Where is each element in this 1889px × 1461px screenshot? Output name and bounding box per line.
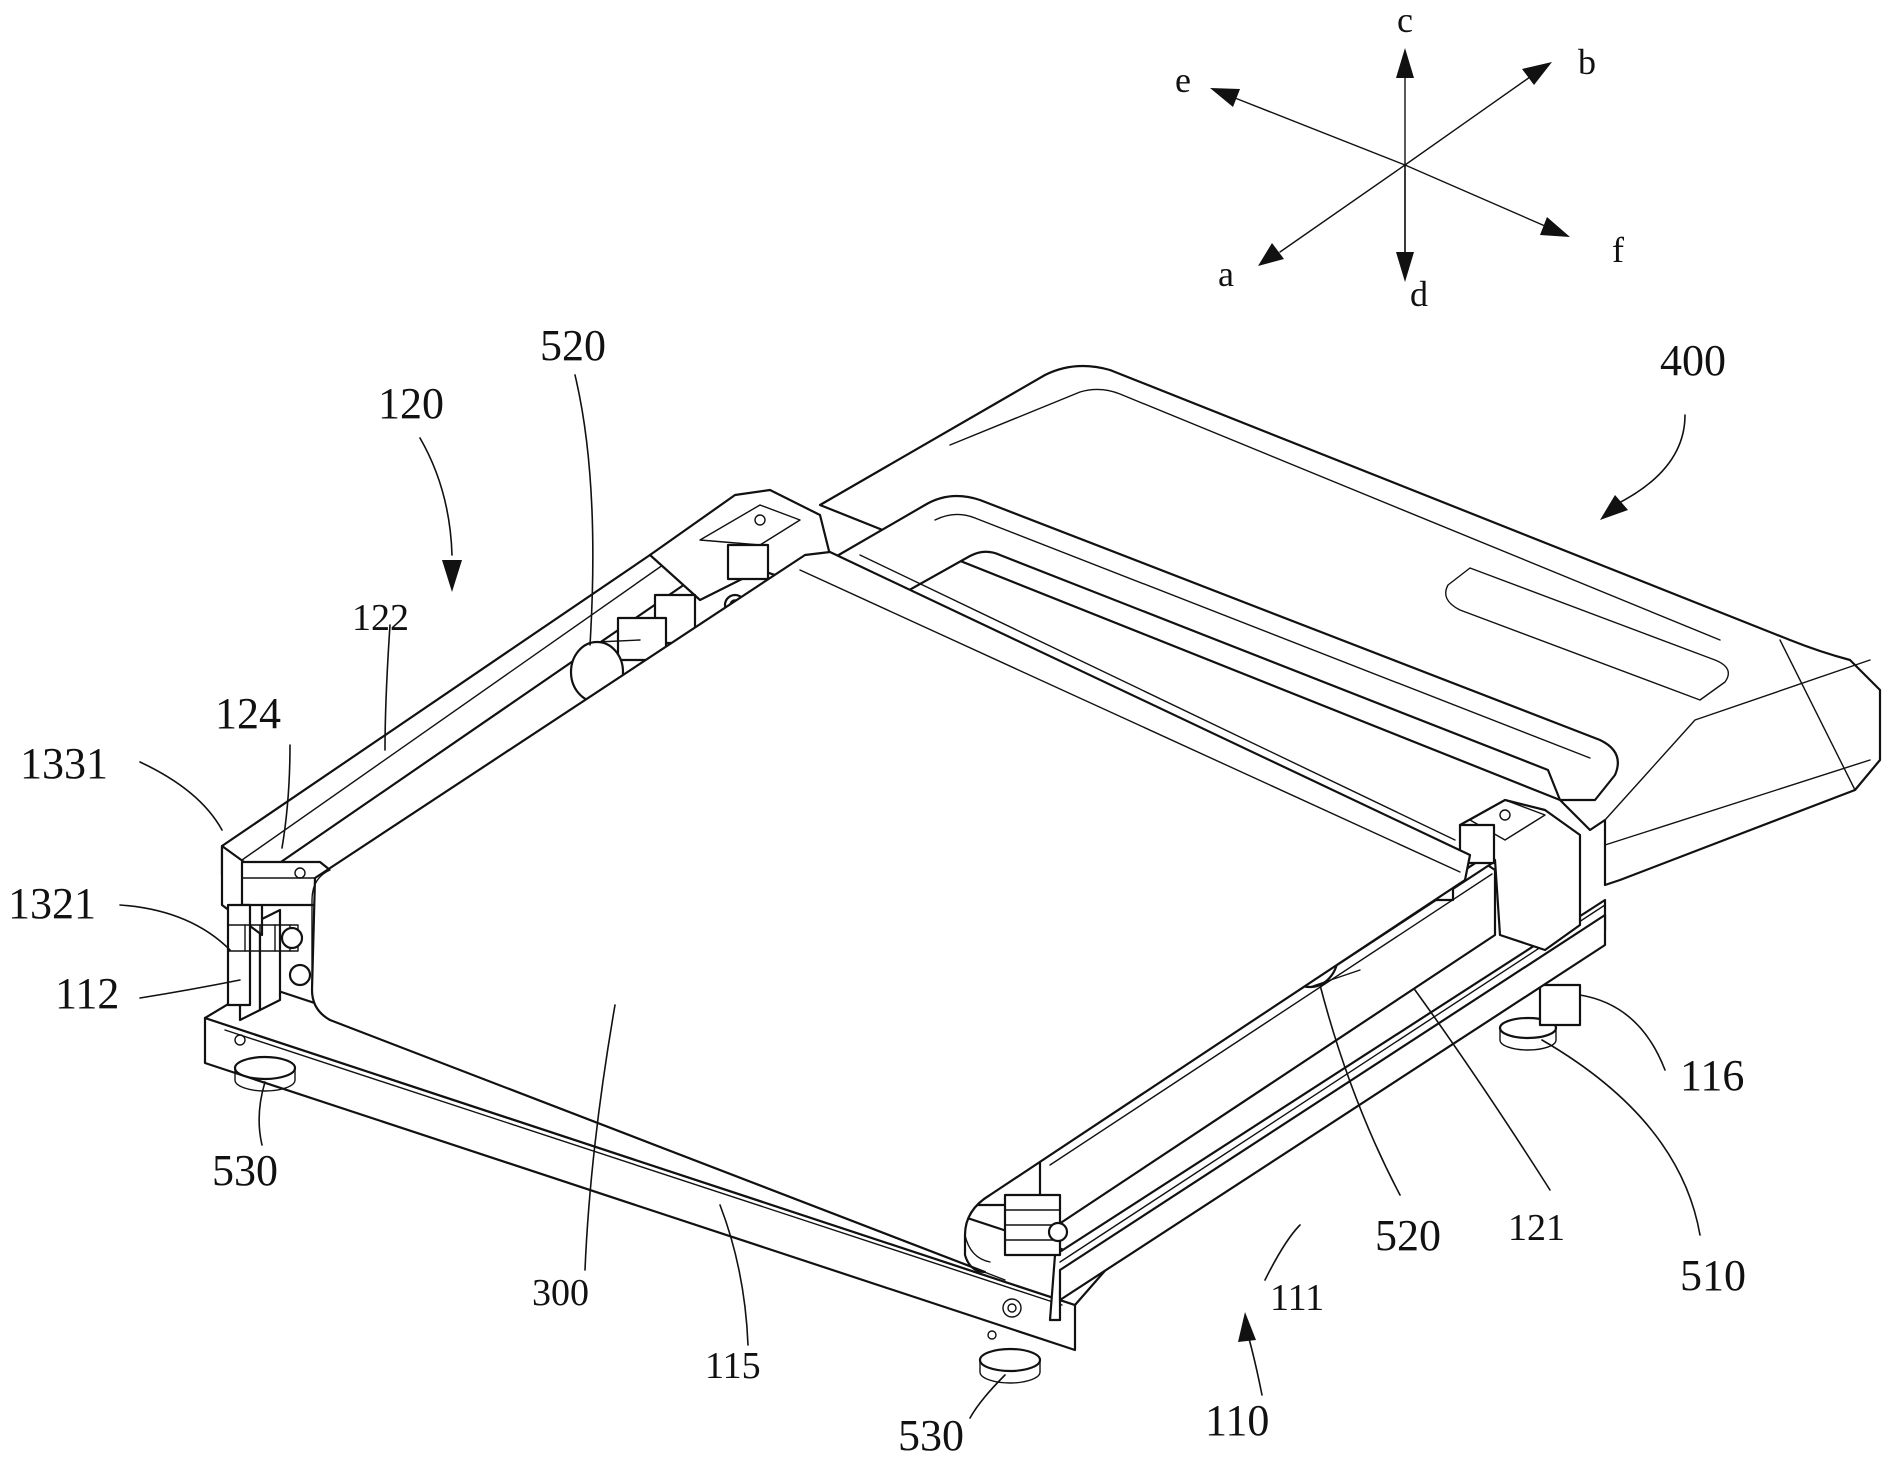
label-124: 124	[215, 689, 281, 738]
label-520-bottom: 520	[1375, 1211, 1441, 1260]
axis-label-f: f	[1612, 230, 1624, 270]
frame-111	[1048, 898, 1607, 1322]
leader-lines	[119, 374, 1701, 1419]
label-111: 111	[1270, 1277, 1324, 1319]
axis-d-arrow	[1396, 252, 1414, 282]
label-510: 510	[1680, 1251, 1746, 1300]
axis-e-arrow	[1210, 88, 1240, 107]
axis-f-arrow	[1540, 217, 1570, 237]
console-shell	[818, 364, 1882, 887]
label-1321: 1321	[8, 879, 96, 928]
axis-label-e: e	[1175, 60, 1191, 100]
label-1331: 1331	[20, 739, 108, 788]
label-116: 116	[1680, 1051, 1744, 1100]
label-112: 112	[55, 969, 119, 1018]
label-115: 115	[705, 1345, 761, 1387]
feet	[233, 983, 1582, 1384]
direction-axes: c b e f a d	[1175, 0, 1624, 314]
label-400: 400	[1660, 336, 1726, 385]
label-300: 300	[532, 1272, 589, 1314]
axis-label-d: d	[1410, 274, 1428, 314]
axis-a-arrow	[1258, 243, 1284, 266]
display-window	[1445, 567, 1729, 701]
label-110: 110	[1205, 1396, 1269, 1445]
reference-numerals: 400 520 120 122 124 1331 1321 112 530 30…	[8, 321, 1746, 1460]
label-530-left: 530	[212, 1146, 278, 1195]
label-120: 120	[378, 379, 444, 428]
axis-label-a: a	[1218, 254, 1234, 294]
label-520-top: 520	[540, 321, 606, 370]
axis-b-arrow	[1522, 62, 1552, 85]
label-122: 122	[352, 597, 409, 639]
label-121: 121	[1508, 1207, 1565, 1249]
axis-label-c: c	[1397, 0, 1413, 40]
axis-label-b: b	[1578, 42, 1596, 82]
label-530-bottom: 530	[898, 1411, 964, 1460]
axis-c-arrow	[1396, 48, 1414, 78]
